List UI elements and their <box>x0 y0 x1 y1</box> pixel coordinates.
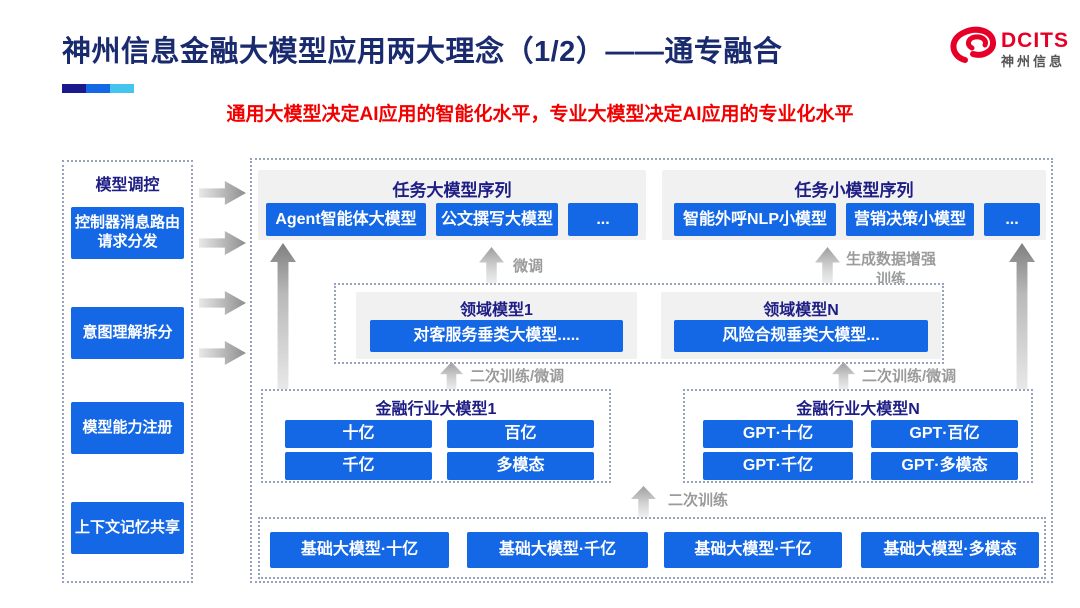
task-large-item-agent: Agent智能体大模型 <box>266 203 426 236</box>
model-control-panel: 模型调控 控制器消息路由请求分发 意图理解拆分 模型能力注册 上下文记忆共享 <box>62 160 193 583</box>
sidebar-item-router: 控制器消息路由请求分发 <box>71 207 184 259</box>
right-arrow-icon-3 <box>199 291 246 315</box>
industry-model-1-title: 金融行业大模型1 <box>375 401 497 418</box>
task-small-model-title: 任务小模型序列 <box>794 181 914 200</box>
base-model-box: 基础大模型·十亿 基础大模型·千亿 基础大模型·千亿 基础大模型·多模态 <box>258 517 1046 579</box>
industry-model-n-box: 金融行业大模型N GPT·十亿 GPT·百亿 GPT·千亿 GPT·多模态 <box>683 389 1033 483</box>
industry-1-item-10billion: 百亿 <box>447 420 594 448</box>
secondary-finetune-left-label: 二次训练/微调 <box>470 368 565 385</box>
domain-model-1-title: 领域模型1 <box>460 302 533 319</box>
logo-swirl-icon <box>950 26 996 63</box>
accent-segment-mid <box>86 84 110 93</box>
domain-model-n-box: 领域模型N 风险合规垂类大模型... <box>661 292 941 359</box>
secondary-training-label: 二次训练 <box>668 492 729 509</box>
domain-model-group: 领域模型1 对客服务垂类大模型..... 领域模型N 风险合规垂类大模型... <box>334 283 944 364</box>
domain-model-1-item: 对客服务垂类大模型..... <box>370 320 623 352</box>
industry-model-1-box: 金融行业大模型1 十亿 百亿 千亿 多模态 <box>261 389 611 483</box>
accent-bar <box>62 84 134 93</box>
task-large-model-box: 任务大模型序列 Agent智能体大模型 公文撰写大模型 ... <box>258 170 646 240</box>
industry-n-item-gpt-10billion: GPT·百亿 <box>871 420 1018 448</box>
task-small-item-nlp: 智能外呼NLP小模型 <box>674 203 836 236</box>
industry-n-item-gpt-billion: GPT·十亿 <box>703 420 853 448</box>
task-large-item-doc: 公文撰写大模型 <box>436 203 558 236</box>
task-small-item-marketing: 营销决策小模型 <box>846 203 974 236</box>
finetune-label: 微调 <box>513 258 544 275</box>
accent-segment-light <box>110 84 134 93</box>
industry-n-item-gpt-multimodal: GPT·多模态 <box>871 452 1018 480</box>
slide-subtitle: 通用大模型决定AI应用的智能化水平，专业大模型决定AI应用的专业化水平 <box>226 104 854 125</box>
industry-1-item-billion: 十亿 <box>285 420 432 448</box>
task-small-item-more: ... <box>984 203 1040 236</box>
logo-brand-cn-text: 神州信息 <box>1001 54 1066 69</box>
task-large-model-title: 任务大模型序列 <box>392 181 512 200</box>
sidebar-item-register: 模型能力注册 <box>71 402 184 454</box>
domain-model-n-item: 风险合规垂类大模型... <box>674 320 928 352</box>
augment-label-line1: 生成数据增强 <box>846 251 937 268</box>
dcits-logo: DCITS 神州信息 <box>945 20 1070 76</box>
right-arrow-icon-2 <box>199 231 246 255</box>
model-control-title: 模型调控 <box>95 177 160 194</box>
base-item-100billion-a: 基础大模型·千亿 <box>467 532 648 568</box>
logo-brand-text: DCITS <box>1001 29 1069 52</box>
right-arrow-icon-1 <box>199 181 246 205</box>
domain-model-1-box: 领域模型1 对客服务垂类大模型..... <box>356 292 637 359</box>
accent-segment-dark <box>62 84 86 93</box>
industry-1-item-multimodal: 多模态 <box>447 452 594 480</box>
right-arrow-icon-4 <box>199 341 246 365</box>
sidebar-item-context: 上下文记忆共享 <box>71 502 184 554</box>
base-item-billion: 基础大模型·十亿 <box>270 532 449 568</box>
industry-1-item-100billion: 千亿 <box>285 452 432 480</box>
industry-model-n-title: 金融行业大模型N <box>796 401 920 418</box>
secondary-finetune-right-label: 二次训练/微调 <box>862 368 957 385</box>
page-title: 神州信息金融大模型应用两大理念（1/2）——通专融合 <box>62 36 783 68</box>
domain-model-n-title: 领域模型N <box>763 302 839 319</box>
sidebar-item-intent: 意图理解拆分 <box>71 307 184 359</box>
task-small-model-box: 任务小模型序列 智能外呼NLP小模型 营销决策小模型 ... <box>662 170 1046 240</box>
base-item-multimodal: 基础大模型·多模态 <box>861 532 1039 568</box>
task-large-item-more: ... <box>568 203 638 236</box>
industry-n-item-gpt-100billion: GPT·千亿 <box>703 452 853 480</box>
base-item-100billion-b: 基础大模型·千亿 <box>664 532 842 568</box>
